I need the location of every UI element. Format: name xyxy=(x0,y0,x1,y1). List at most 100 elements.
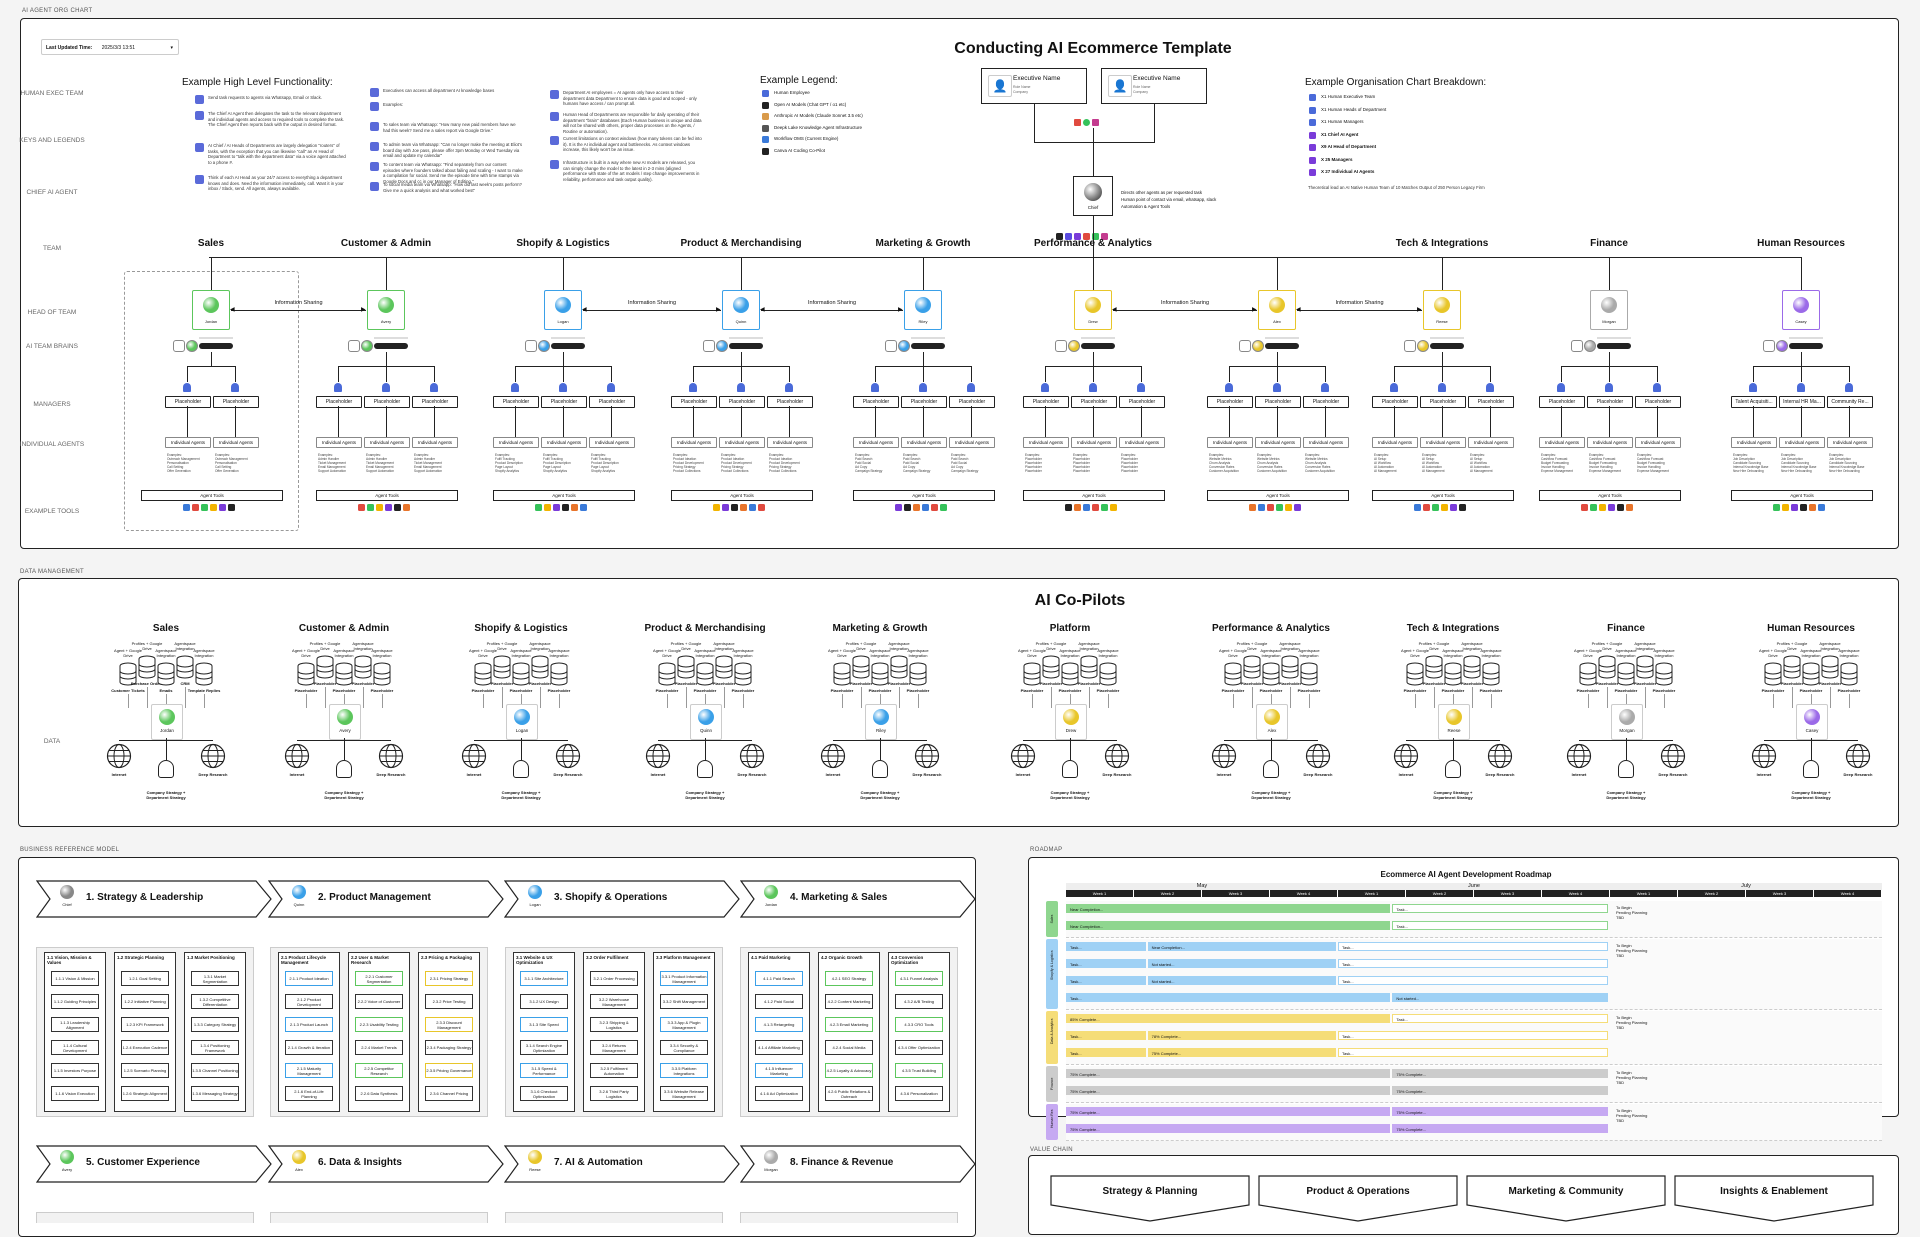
agent-tools-bar[interactable]: Agent Tools xyxy=(853,490,995,501)
manager-card[interactable]: Placeholder xyxy=(1420,396,1466,408)
manager-card[interactable]: Placeholder xyxy=(1023,396,1069,408)
manager-card[interactable]: Placeholder xyxy=(1255,396,1301,408)
brm-capability[interactable]: 1.3.5 Channel Positioning xyxy=(191,1063,239,1078)
individual-agent-card[interactable]: Individual Agents xyxy=(1207,437,1253,448)
roadmap-task[interactable]: Task... xyxy=(1066,993,1391,1002)
individual-agent-card[interactable]: Individual Agents xyxy=(493,437,539,448)
brm-capability[interactable]: 1.1.6 Vision Execution xyxy=(51,1086,99,1101)
roadmap-task[interactable]: Near Completion... xyxy=(1066,921,1391,930)
brm-capability[interactable]: 2.3.2 Price Testing xyxy=(425,994,473,1009)
head-of-team-card[interactable]: Casey xyxy=(1782,290,1820,330)
manager-card[interactable]: Placeholder xyxy=(1207,396,1253,408)
individual-agent-card[interactable]: Individual Agents xyxy=(1420,437,1466,448)
brm-capability[interactable]: 4.3.2 A/B Testing xyxy=(895,994,943,1009)
roadmap-task[interactable]: 75% Complete... xyxy=(1066,1086,1391,1095)
brm-capability[interactable]: 2.3.5 Pricing Governance xyxy=(425,1063,473,1078)
exec-card-2[interactable]: 👤 Executive Name Role Name Company xyxy=(1101,68,1207,104)
brm-capability[interactable]: 1.2.1 Goal Setting xyxy=(121,971,169,986)
manager-card[interactable]: Community Re... xyxy=(1827,396,1873,408)
brm-capability[interactable]: 4.1.6 Ad Optimization xyxy=(755,1086,803,1101)
individual-agent-card[interactable]: Individual Agents xyxy=(901,437,947,448)
roadmap-task[interactable]: Task... xyxy=(1066,959,1146,968)
copilot-agent-card[interactable]: Casey xyxy=(1796,704,1828,740)
brm-capability[interactable]: 2.2.5 Competitor Research xyxy=(355,1063,403,1078)
brm-capability[interactable]: 1.2.6 Strategic Alignment xyxy=(121,1086,169,1101)
individual-agent-card[interactable]: Individual Agents xyxy=(1119,437,1165,448)
copilot-agent-card[interactable]: Morgan xyxy=(1611,704,1643,740)
copilot-agent-card[interactable]: Quinn xyxy=(690,704,722,740)
manager-card[interactable]: Placeholder xyxy=(316,396,362,408)
head-of-team-card[interactable]: Riley xyxy=(904,290,942,330)
roadmap-task[interactable]: Task... xyxy=(1338,1031,1608,1040)
brm-capability[interactable]: 2.2.6 Data Synthesis xyxy=(355,1086,403,1101)
copilot-agent-card[interactable]: Riley xyxy=(865,704,897,740)
individual-agent-card[interactable]: Individual Agents xyxy=(412,437,458,448)
copilot-agent-card[interactable]: Alex xyxy=(1256,704,1288,740)
roadmap-task[interactable]: 75% Complete... xyxy=(1066,1124,1391,1133)
roadmap-task[interactable]: Near Completion... xyxy=(1147,942,1336,951)
individual-agent-card[interactable]: Individual Agents xyxy=(589,437,635,448)
head-of-team-card[interactable]: Quinn xyxy=(722,290,760,330)
manager-card[interactable]: Placeholder xyxy=(1071,396,1117,408)
agent-tools-bar[interactable]: Agent Tools xyxy=(316,490,458,501)
brm-capability[interactable]: 1.2.3 KPI Framework xyxy=(121,1017,169,1032)
brm-capability[interactable]: 3.1.1 Site Architecture xyxy=(520,971,568,986)
individual-agent-card[interactable]: Individual Agents xyxy=(1827,437,1873,448)
manager-card[interactable]: Placeholder xyxy=(1119,396,1165,408)
manager-card[interactable]: Placeholder xyxy=(901,396,947,408)
manager-card[interactable]: Placeholder xyxy=(541,396,587,408)
individual-agent-card[interactable]: Individual Agents xyxy=(541,437,587,448)
head-of-team-card[interactable]: Logan xyxy=(544,290,582,330)
roadmap-task[interactable]: 75% Complete... xyxy=(1392,1086,1608,1095)
brm-capability[interactable]: 2.2.2 Voice of Customer xyxy=(355,994,403,1009)
roadmap-task[interactable]: 75% Complete... xyxy=(1066,1069,1391,1078)
manager-card[interactable]: Placeholder xyxy=(213,396,259,408)
individual-agent-card[interactable]: Individual Agents xyxy=(1539,437,1585,448)
brm-capability[interactable]: 2.1.3 Product Launch xyxy=(285,1017,333,1032)
brm-capability[interactable]: 2.1.4 Growth & Iteration xyxy=(285,1040,333,1055)
exec-card-1[interactable]: 👤 Executive Name Role Name Company xyxy=(981,68,1087,104)
roadmap-task[interactable]: Task... xyxy=(1066,976,1146,985)
manager-card[interactable]: Placeholder xyxy=(767,396,813,408)
brm-capability[interactable]: 4.2.5 Loyalty & Advocacy xyxy=(825,1063,873,1078)
brm-capability[interactable]: 3.3.3 App & Plugin Management xyxy=(660,1017,708,1032)
manager-card[interactable]: Placeholder xyxy=(1539,396,1585,408)
manager-card[interactable]: Placeholder xyxy=(364,396,410,408)
individual-agent-card[interactable]: Individual Agents xyxy=(949,437,995,448)
individual-agent-card[interactable]: Individual Agents xyxy=(767,437,813,448)
brm-capability[interactable]: 4.1.2 Paid Social xyxy=(755,994,803,1009)
manager-card[interactable]: Placeholder xyxy=(412,396,458,408)
individual-agent-card[interactable]: Individual Agents xyxy=(364,437,410,448)
manager-card[interactable]: Talent Acquisiti... xyxy=(1731,396,1777,408)
brm-capability[interactable]: 4.3.1 Funnel Analysis xyxy=(895,971,943,986)
brm-capability[interactable]: 2.3.3 Discount Management xyxy=(425,1017,473,1032)
roadmap-task[interactable]: Task... xyxy=(1066,942,1146,951)
agent-tools-bar[interactable]: Agent Tools xyxy=(671,490,813,501)
individual-agent-card[interactable]: Individual Agents xyxy=(1468,437,1514,448)
roadmap-task[interactable]: Task... xyxy=(1392,1014,1608,1023)
brm-capability[interactable]: 2.2.4 Market Trends xyxy=(355,1040,403,1055)
individual-agent-card[interactable]: Individual Agents xyxy=(316,437,362,448)
head-of-team-card[interactable]: Reese xyxy=(1423,290,1461,330)
brm-capability[interactable]: 2.2.3 Usability Testing xyxy=(355,1017,403,1032)
roadmap-task[interactable]: Task... xyxy=(1338,942,1608,951)
brm-capability[interactable]: 3.2.6 Third Party Logistics xyxy=(590,1086,638,1101)
roadmap-task[interactable]: 75% Complete... xyxy=(1392,1107,1608,1116)
chief-agent-card[interactable]: Chief xyxy=(1073,176,1113,216)
brm-capability[interactable]: 4.2.3 Email Marketing xyxy=(825,1017,873,1032)
brm-capability[interactable]: 4.3.6 Personalization xyxy=(895,1086,943,1101)
brm-capability[interactable]: 3.2.3 Shipping & Logistics xyxy=(590,1017,638,1032)
manager-card[interactable]: Placeholder xyxy=(719,396,765,408)
brm-capability[interactable]: 2.1.5 Maturity Management xyxy=(285,1063,333,1078)
head-of-team-card[interactable]: Morgan xyxy=(1590,290,1628,330)
brm-capability[interactable]: 2.3.6 Channel Pricing xyxy=(425,1086,473,1101)
individual-agent-card[interactable]: Individual Agents xyxy=(213,437,259,448)
roadmap-task[interactable]: Task... xyxy=(1066,1048,1146,1057)
copilot-agent-card[interactable]: Reese xyxy=(1438,704,1470,740)
brm-capability[interactable]: 1.1.4 Cultural Development xyxy=(51,1040,99,1055)
copilot-agent-card[interactable]: Jordan xyxy=(151,704,183,740)
